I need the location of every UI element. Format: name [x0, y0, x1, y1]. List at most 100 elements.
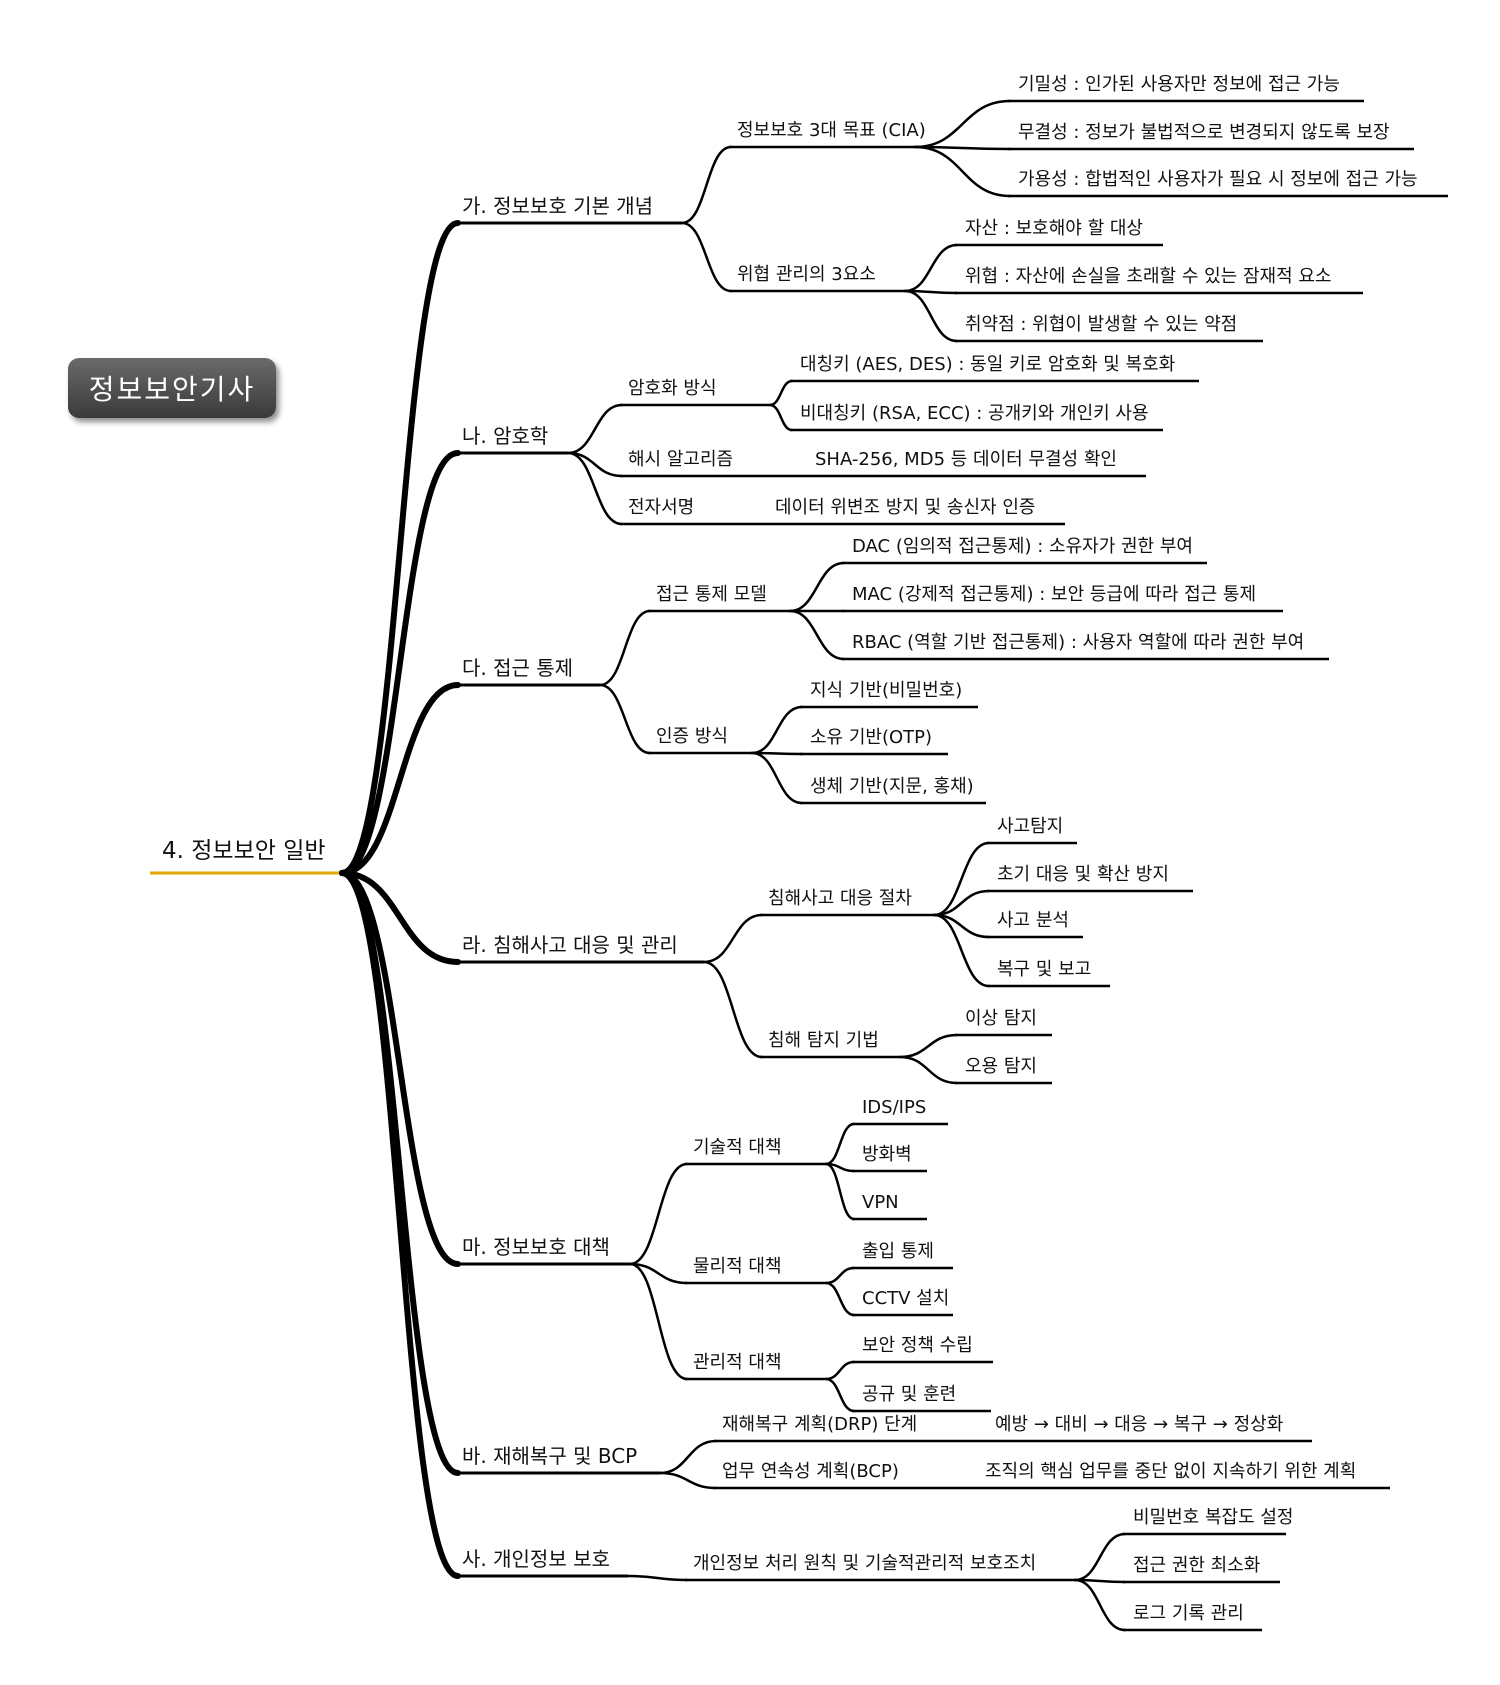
subtopic-label: 접근 통제 모델 — [656, 584, 767, 605]
leaf-label: CCTV 설치 — [862, 1288, 949, 1309]
leaf-connector — [898, 1055, 959, 1085]
leaf-connector — [903, 243, 959, 293]
leaf-connector — [898, 1033, 959, 1059]
root-topic-label: 4. 정보보안 일반 — [162, 838, 326, 864]
subtopic-connector — [566, 451, 624, 526]
leaf-connector — [1073, 1578, 1127, 1632]
leaf-connector — [824, 1162, 856, 1221]
leaf-label: 접근 권한 최소화 — [1133, 1555, 1260, 1576]
branch-label: 바. 재해복구 및 BCP — [462, 1444, 637, 1468]
leaf-connector — [788, 561, 846, 613]
leaf-label: 방화벽 — [862, 1144, 912, 1165]
title-badge-label: 정보보안기사 — [88, 373, 256, 406]
subtopic-connector — [680, 221, 733, 293]
leaf-label: 초기 대응 및 확산 방지 — [997, 864, 1169, 885]
leaf-label: DAC (임의적 접근통제) : 소유자가 권한 부여 — [852, 536, 1193, 557]
subtopic-label: 위협 관리의 3요소 — [737, 264, 876, 285]
leaf-label: 비대칭키 (RSA, ECC) : 공개키와 개인키 사용 — [800, 403, 1149, 424]
leaf-label: 출입 통제 — [862, 1241, 934, 1262]
branch-connector — [339, 220, 461, 876]
leaf-connector — [824, 1377, 856, 1413]
leaf-connector — [1073, 1532, 1127, 1582]
subtopic-connector — [628, 1262, 689, 1285]
subtopic-connector — [702, 913, 764, 964]
subtopic-label: 침해사고 대응 절차 — [768, 888, 912, 909]
leaf-label: 기밀성 : 인가된 사용자만 정보에 접근 가능 — [1018, 74, 1340, 95]
branch-connector — [339, 870, 461, 1267]
leaf-label: 로그 기록 관리 — [1133, 1603, 1244, 1624]
leaf-label: 이상 탐지 — [965, 1008, 1037, 1029]
subtopic-connector — [598, 683, 652, 755]
subtopic-label: 해시 알고리즘 — [628, 449, 733, 470]
subtopic-connector — [680, 145, 733, 225]
subtopic-connector — [628, 1162, 689, 1266]
subtopic-label: 암호화 방식 — [628, 378, 717, 399]
leaf-connector — [768, 403, 794, 432]
leaf-label: 사고 분석 — [997, 910, 1069, 931]
leaf-connector — [768, 379, 794, 407]
leaf-label: 위협 : 자산에 손실을 초래할 수 있는 잠재적 요소 — [965, 266, 1331, 287]
branch-label: 다. 접근 통제 — [462, 656, 573, 680]
branch-connector — [339, 870, 461, 965]
leaf-label: 지식 기반(비밀번호) — [810, 680, 962, 701]
subtopic-label: 기술적 대책 — [693, 1137, 782, 1158]
branch-connector — [339, 870, 461, 1476]
subtopic-connector — [658, 1439, 718, 1475]
leaf-label: 취약점 : 위협이 발생할 수 있는 약점 — [965, 314, 1237, 335]
leaf-connector — [913, 145, 1012, 151]
leaf-label: 자산 : 보호해야 할 대상 — [965, 218, 1143, 239]
leaf-label: VPN — [862, 1192, 899, 1213]
subtopic-label: 정보보호 3대 목표 (CIA) — [737, 120, 926, 141]
leaf-connector — [913, 99, 1012, 149]
leaf-label: 생체 기반(지문, 홍채) — [810, 776, 974, 797]
leaf-connector — [913, 145, 1012, 198]
branch-connector — [339, 450, 461, 876]
subtopic-label: 인증 방식 — [656, 726, 728, 747]
leaf-connector — [932, 841, 991, 917]
leaf-label: 비밀번호 복잡도 설정 — [1133, 1507, 1293, 1528]
leaf-label: 보안 정책 수립 — [862, 1335, 973, 1356]
leaf-connector — [750, 751, 804, 805]
leaf-connector — [932, 913, 991, 988]
subtopic-label: 전자서명 — [628, 497, 694, 518]
leaf-label: 복구 및 보고 — [997, 959, 1091, 980]
leaf-label: 무결성 : 정보가 불법적으로 변경되지 않도록 보장 — [1018, 122, 1390, 143]
leaf-label: MAC (강제적 접근통제) : 보안 등급에 따라 접근 통제 — [852, 584, 1256, 605]
subtopic-label: 개인정보 처리 원칙 및 기술적관리적 보호조치 — [693, 1553, 1036, 1574]
leaf-label: 사고탐지 — [997, 816, 1063, 837]
subtopic-connector — [702, 960, 764, 1059]
subtopic-label: 업무 연속성 계획(BCP) — [722, 1461, 899, 1482]
leaf-label: 오용 탐지 — [965, 1056, 1037, 1077]
subtopic-connector — [628, 1262, 689, 1381]
subtopic-detail-label: SHA-256, MD5 등 데이터 무결성 확인 — [815, 449, 1117, 470]
branch-label: 가. 정보보호 기본 개념 — [462, 194, 653, 218]
leaf-label: 가용성 : 합법적인 사용자가 필요 시 정보에 접근 가능 — [1018, 169, 1418, 190]
subtopic-detail-label: 조직의 핵심 업무를 중단 없이 지속하기 위한 계획 — [985, 1461, 1356, 1482]
leaf-label: 대칭키 (AES, DES) : 동일 키로 암호화 및 복호화 — [800, 354, 1175, 375]
leaf-connector — [824, 1360, 856, 1381]
subtopic-label: 물리적 대책 — [693, 1256, 782, 1277]
branch-label: 라. 침해사고 대응 및 관리 — [462, 933, 678, 957]
subtopic-label: 재해복구 계획(DRP) 단계 — [722, 1414, 917, 1435]
leaf-label: IDS/IPS — [862, 1097, 926, 1118]
branch-label: 사. 개인정보 보호 — [462, 1547, 610, 1571]
subtopic-connector — [626, 1574, 689, 1582]
title-badge: 정보보안기사 — [68, 358, 276, 418]
branch-label: 마. 정보보호 대책 — [462, 1235, 610, 1259]
leaf-connector — [824, 1266, 856, 1285]
leaf-connector — [903, 289, 959, 343]
subtopic-connector — [598, 609, 652, 687]
leaf-connector — [824, 1281, 856, 1317]
branch-connector — [339, 682, 461, 876]
leaf-label: 소유 기반(OTP) — [810, 727, 932, 748]
branch-label: 나. 암호학 — [462, 424, 548, 448]
leaf-connector — [750, 705, 804, 755]
leaf-label: 공규 및 훈련 — [862, 1384, 956, 1405]
subtopic-label: 관리적 대책 — [693, 1352, 782, 1373]
leaf-label: RBAC (역할 기반 접근통제) : 사용자 역할에 따라 권한 부여 — [852, 632, 1304, 653]
branch-connector — [339, 870, 461, 1579]
leaf-connector — [788, 609, 846, 661]
subtopic-connector — [658, 1471, 718, 1490]
